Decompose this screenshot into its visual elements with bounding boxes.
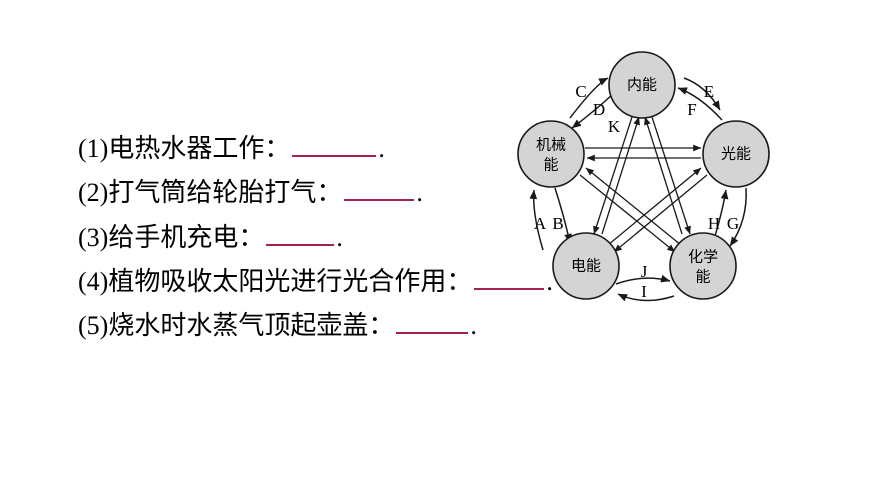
arrow-internal-to-chemical — [651, 116, 691, 235]
node-label-chemical-1: 化学 — [688, 248, 718, 265]
node-electrical-energy[interactable]: 电能 — [552, 232, 620, 300]
arrow-J — [615, 274, 671, 285]
edge-star-light-electrical — [607, 167, 708, 253]
edge-label-G: G — [727, 214, 739, 233]
question-period: . — [336, 222, 343, 252]
edge-label-H: H — [708, 214, 720, 233]
node-label-chemical-2: 能 — [695, 268, 710, 285]
node-mechanical-energy[interactable]: 机械 能 — [517, 120, 585, 188]
arrow-electrical-to-light — [607, 167, 702, 246]
question-text: 植物吸收太阳光进行光合作用： — [108, 266, 473, 296]
answer-blank[interactable] — [344, 176, 415, 202]
node-label-electrical: 电能 — [571, 257, 601, 274]
question-number: (5) — [78, 311, 109, 341]
node-circle — [669, 232, 737, 300]
question-item: (1) 电热水器工作： . — [78, 132, 588, 165]
edge-label-E: E — [704, 82, 714, 101]
edge-label-I: I — [641, 282, 647, 301]
edge-arc-internal-light — [677, 77, 723, 121]
edge-arc-electrical-chemical — [615, 274, 675, 302]
answer-blank[interactable] — [396, 309, 469, 335]
question-number: (2) — [78, 178, 109, 208]
question-item: (2) 打气筒给轮胎打气： . — [78, 176, 588, 209]
question-number: (3) — [78, 222, 109, 252]
question-number: (4) — [78, 266, 109, 296]
node-label-internal: 内能 — [627, 76, 657, 93]
edge-label-B: B — [552, 214, 563, 233]
question-text: 给手机充电： — [108, 222, 265, 252]
node-circle — [552, 232, 620, 300]
question-period: . — [546, 266, 553, 296]
question-text: 电热水器工作： — [108, 134, 291, 163]
arrow-G — [729, 187, 747, 247]
node-label-mechanical-2: 能 — [543, 156, 558, 173]
node-label-light: 光能 — [721, 145, 751, 162]
arrow-A — [529, 189, 544, 251]
edge-label-J: J — [641, 262, 648, 281]
edge-star-mechanical-chemical — [579, 167, 682, 253]
answer-blank[interactable] — [292, 132, 377, 157]
arrow-electrical-to-internal — [601, 116, 640, 235]
edge-label-D: D — [593, 100, 605, 119]
question-list: (1) 电热水器工作： . (2) 打气筒给轮胎打气： . (3) 给手机充电：… — [78, 132, 588, 353]
arrow-chemical-to-mechanical — [585, 167, 682, 246]
node-internal-energy[interactable]: 内能 — [608, 51, 676, 119]
node-circle — [702, 120, 770, 188]
edge-star-internal-chemical — [644, 116, 691, 235]
question-number: (1) — [78, 134, 109, 163]
node-circle — [608, 51, 676, 119]
energy-conversion-diagram: 内能 机械 能 光能 电能 化学 能 A B — [498, 38, 788, 323]
question-period: . — [416, 178, 423, 208]
arrow-mechanical-to-chemical — [579, 174, 676, 253]
edge-label-A: A — [534, 214, 547, 233]
arrow-C — [569, 77, 609, 119]
question-text: 烧水时水蒸气顶起壶盖： — [108, 311, 395, 341]
answer-blank[interactable] — [474, 265, 545, 290]
edge-star-mechanical-light — [585, 144, 702, 162]
question-item: (4) 植物吸收太阳光进行光合作用： . — [78, 265, 588, 298]
question-period: . — [378, 134, 385, 163]
edge-label-K: K — [608, 117, 621, 136]
node-chemical-energy[interactable]: 化学 能 — [669, 232, 737, 300]
node-light-energy[interactable]: 光能 — [702, 120, 770, 188]
edge-label-C: C — [575, 82, 586, 101]
question-item: (3) 给手机充电： . — [78, 221, 588, 254]
question-item: (5) 烧水时水蒸气顶起壶盖： . — [78, 309, 588, 342]
edge-label-F: F — [687, 100, 696, 119]
arrow-E — [677, 87, 723, 121]
question-period: . — [470, 311, 477, 341]
arrow-F — [683, 77, 721, 111]
node-label-mechanical-1: 机械 — [536, 136, 566, 153]
arrow-chemical-to-internal — [644, 116, 683, 235]
arrow-internal-to-electrical — [593, 116, 633, 235]
question-text: 打气筒给轮胎打气： — [108, 178, 343, 208]
arrow-light-to-electrical — [613, 174, 708, 253]
node-circle — [517, 120, 585, 188]
arrow-I — [617, 293, 675, 302]
answer-blank[interactable] — [266, 221, 335, 246]
edge-star-internal-electrical — [593, 116, 640, 235]
